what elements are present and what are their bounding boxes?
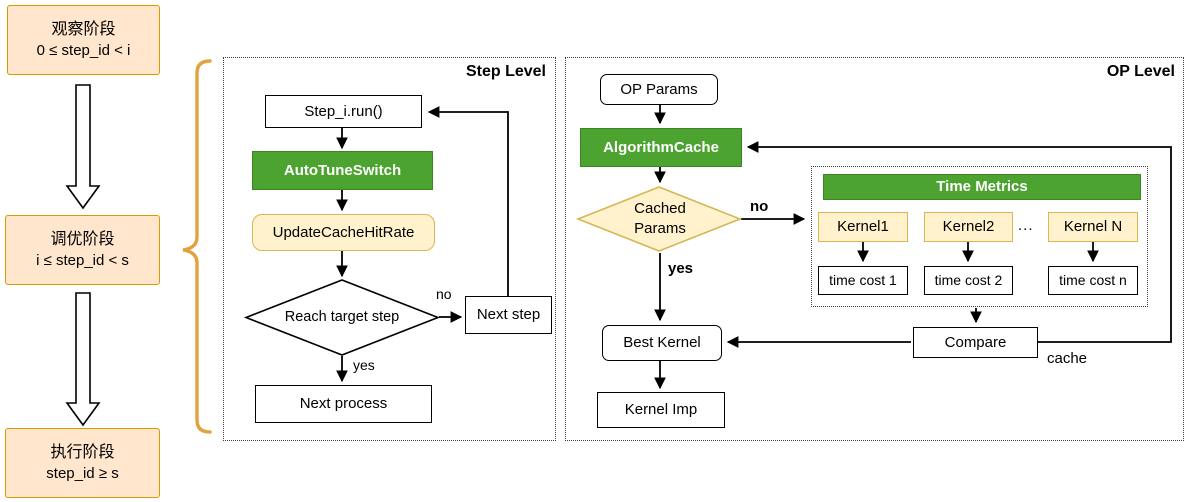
node-time-cost-2: time cost 2 (924, 266, 1013, 295)
node-next-process: Next process (255, 385, 432, 423)
edge-label-step-yes: yes (352, 357, 376, 373)
phase-arrow-tune-to-execute (65, 292, 101, 427)
phase-box-observe: 观察阶段 0 ≤ step_id < i (7, 5, 160, 75)
op-level-label: OP Level (1106, 63, 1175, 80)
time-metrics-frame (811, 166, 1148, 307)
phase-observe-title: 观察阶段 (51, 20, 116, 38)
node-kernel-n: Kernel N (1048, 212, 1138, 242)
node-auto-tune-switch: AutoTuneSwitch (252, 151, 433, 190)
node-time-cost-n: time cost n (1048, 266, 1138, 295)
decision-cached-params-line2: Params (634, 220, 686, 237)
node-algorithm-cache: AlgorithmCache (580, 128, 742, 167)
phase-tune-title: 调优阶段 (50, 230, 115, 248)
edge-label-step-no: no (435, 286, 453, 302)
decision-reach-target-step-text: Reach target step (284, 308, 400, 325)
node-kernel-1: Kernel1 (818, 212, 908, 242)
step-level-label: Step Level (465, 63, 546, 80)
step-level-frame (223, 57, 556, 441)
edge-label-op-no: no (749, 198, 770, 215)
phase-tune-formula: i ≤ step_id < s (36, 252, 129, 270)
kernel-ellipsis: ... (1018, 217, 1034, 234)
node-time-cost-1: time cost 1 (818, 266, 908, 295)
phase-box-tune: 调优阶段 i ≤ step_id < s (5, 215, 160, 285)
brace (182, 59, 212, 434)
node-time-metrics-bar: Time Metrics (823, 174, 1141, 200)
phase-execute-title: 执行阶段 (50, 443, 115, 461)
node-kernel-2: Kernel2 (924, 212, 1013, 242)
node-compare: Compare (913, 327, 1038, 358)
phase-observe-formula: 0 ≤ step_id < i (36, 42, 131, 60)
decision-cached-params-text: Cached Params (599, 194, 721, 244)
phase-box-execute: 执行阶段 step_id ≥ s (5, 428, 160, 498)
phase-execute-formula: step_id ≥ s (46, 465, 119, 483)
node-kernel-imp: Kernel Imp (597, 392, 725, 428)
node-next-step: Next step (465, 296, 552, 334)
node-step-run: Step_i.run() (265, 95, 422, 128)
edge-label-cache: cache (1046, 350, 1089, 367)
edge-label-op-yes: yes (667, 260, 695, 277)
op-level-frame (565, 57, 1184, 441)
node-best-kernel: Best Kernel (602, 325, 722, 361)
phase-arrow-observe-to-tune (65, 84, 101, 210)
decision-cached-params-line1: Cached (634, 199, 686, 217)
node-op-params: OP Params (600, 74, 718, 105)
node-update-cache-hit-rate: UpdateCacheHitRate (252, 214, 435, 251)
